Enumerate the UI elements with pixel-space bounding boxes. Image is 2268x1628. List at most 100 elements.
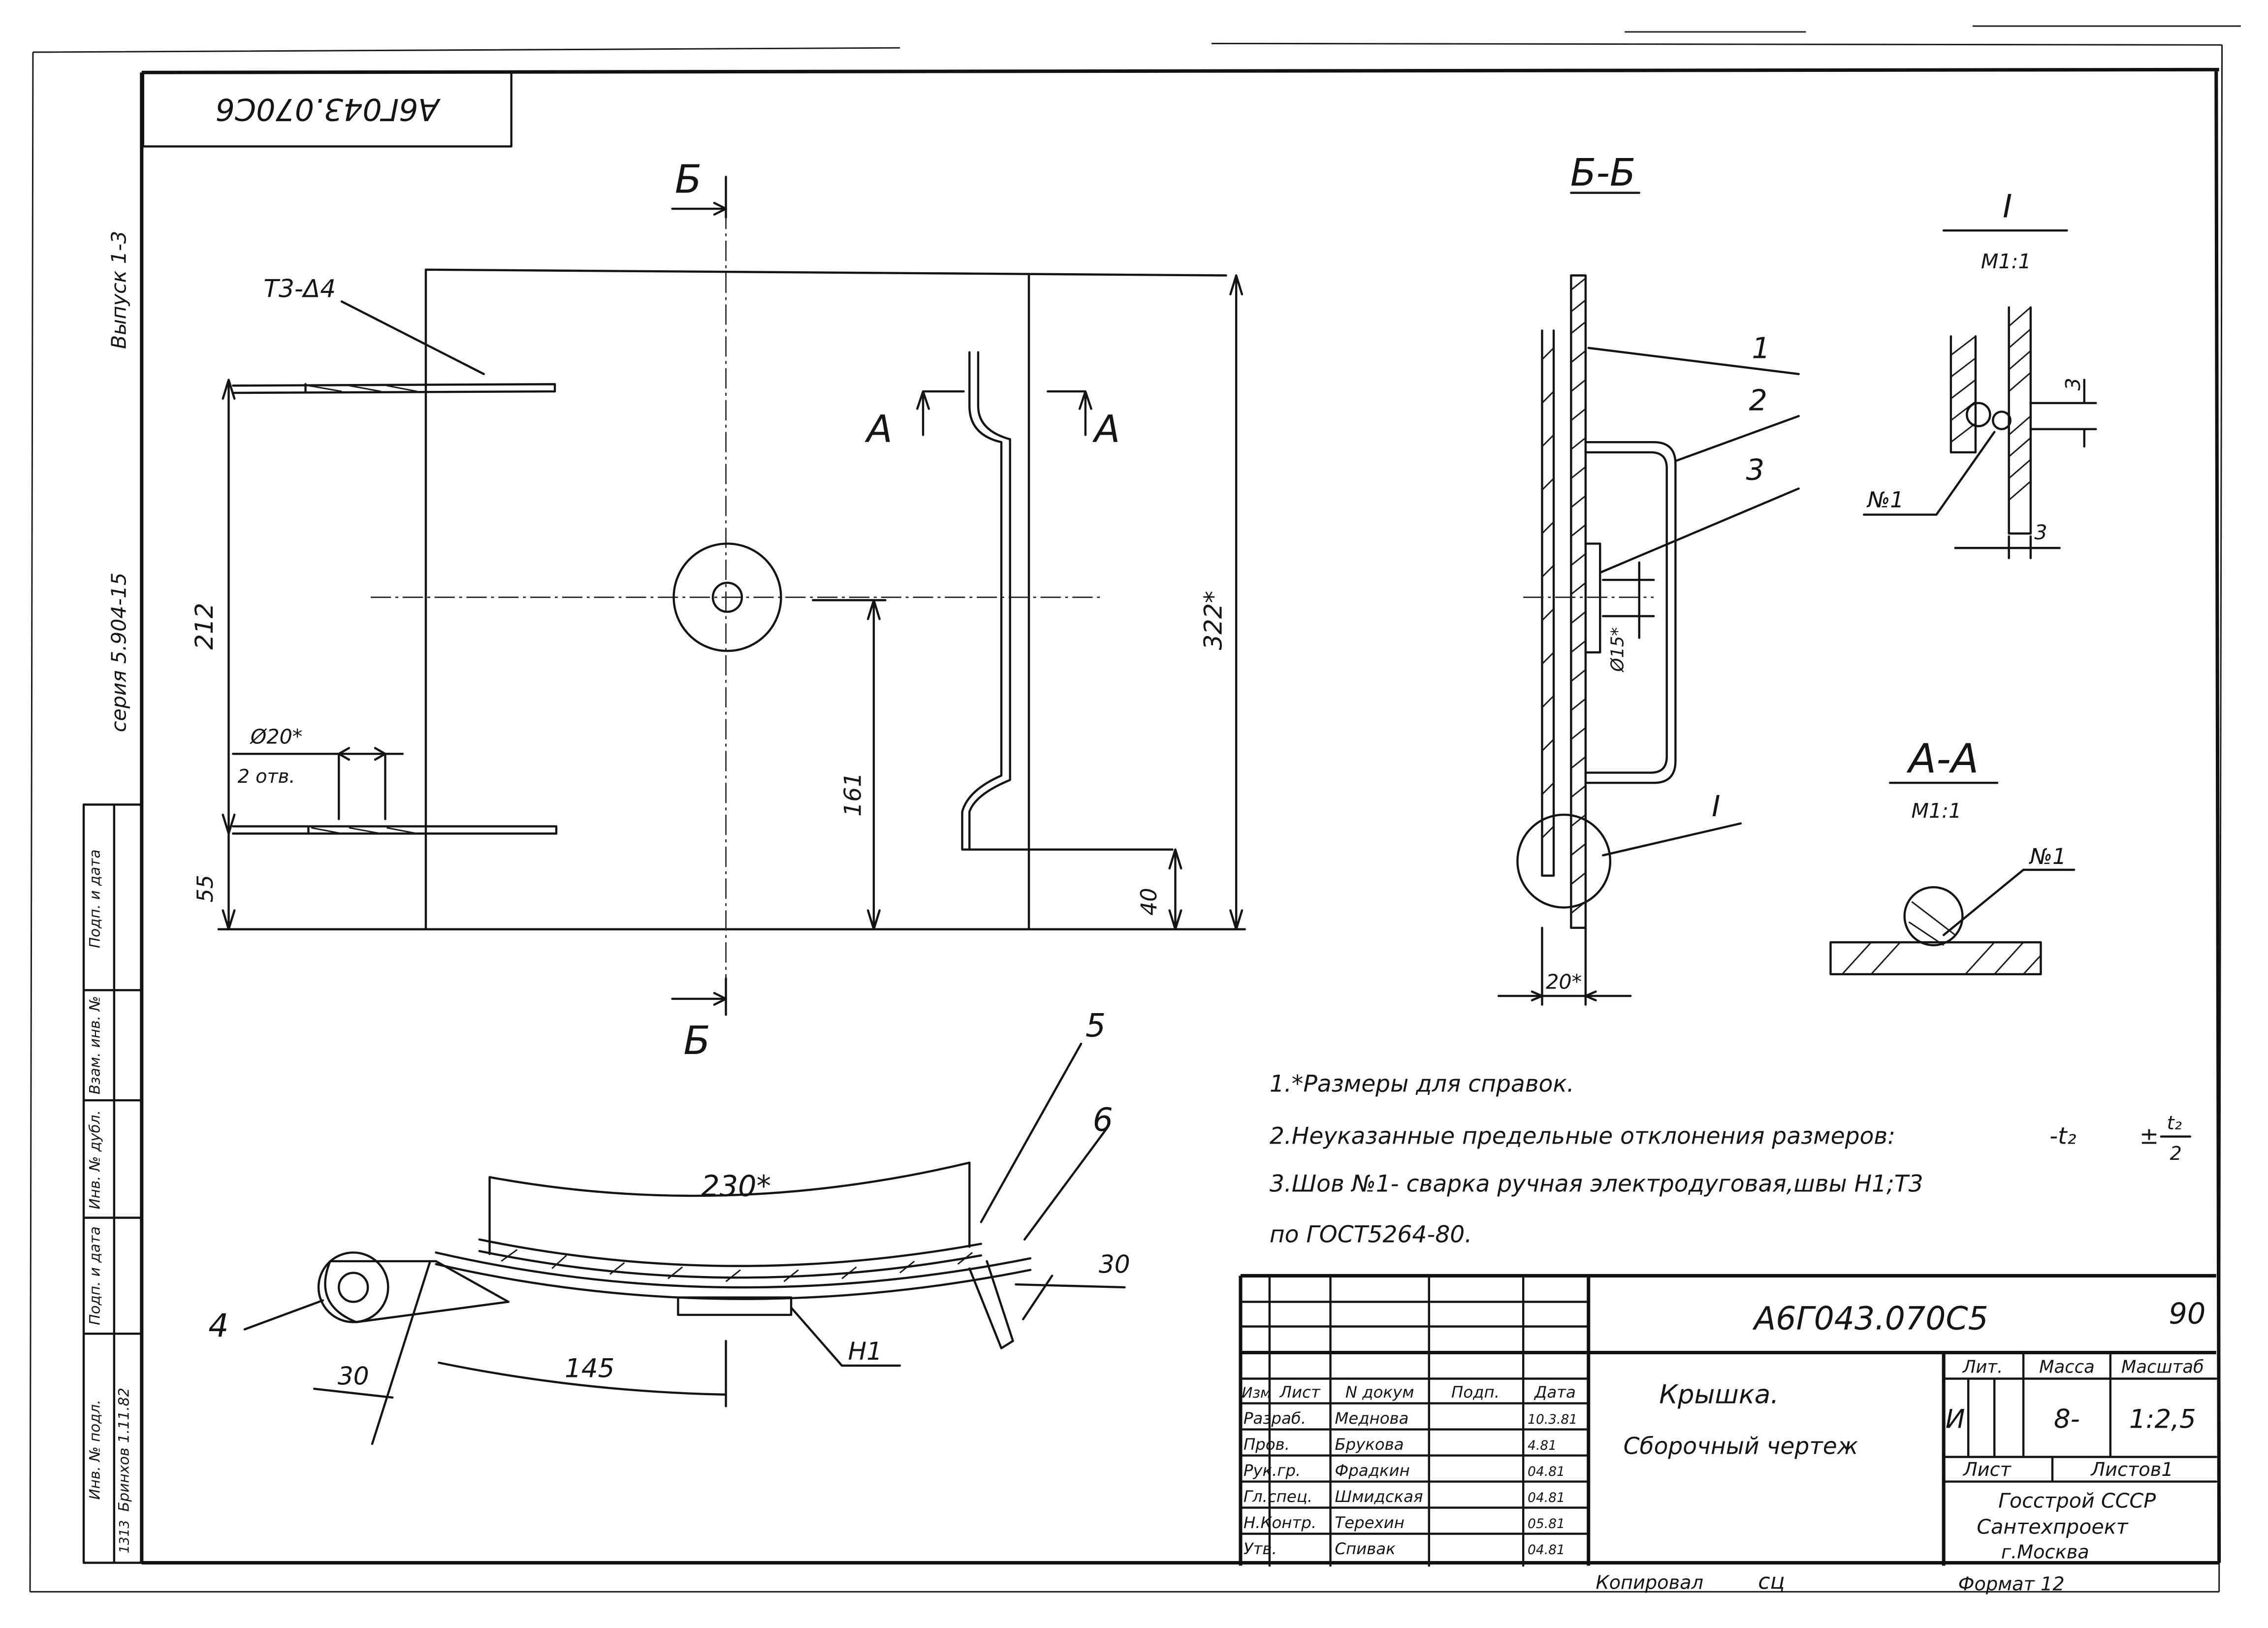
top-stamp: А6Г043.070С6: [142, 71, 512, 148]
side-labels: Выпуск 1-3 серия 5.904-15: [107, 231, 130, 732]
margin-label-1: Подп. и дата: [86, 850, 103, 949]
tb-role-3: Рук.гр.: [1244, 1461, 1301, 1480]
note-4: по ГОСТ5264-80.: [1270, 1221, 1472, 1248]
margin-entry-1: Бринхов 1.11.82: [115, 1388, 132, 1512]
tolerance-shaft: ±: [2140, 1122, 2159, 1149]
tb-lit-label: Лит.: [1962, 1357, 2003, 1377]
holes-dia: Ø20*: [250, 725, 303, 749]
note-1: 1.*Размеры для справок.: [1270, 1070, 1574, 1097]
tb-date-4: 04.81: [1528, 1490, 1565, 1505]
tb-code: А6Г043.070С5: [1752, 1300, 1988, 1337]
tb-role-5: Н.Контр.: [1244, 1513, 1316, 1532]
margin-label-3: Инв. № дубл.: [86, 1110, 103, 1209]
bb-leader-3: 3: [1746, 453, 1764, 487]
tb-h-sign: Подп.: [1451, 1383, 1500, 1402]
tb-org-1: Госстрой СССР: [1998, 1489, 2156, 1513]
tb-h-list: Лист: [1279, 1383, 1321, 1402]
tb-date-5: 05.81: [1528, 1516, 1565, 1532]
tb-name-2: Брукова: [1335, 1435, 1404, 1454]
bb-detail-ref: I: [1712, 789, 1720, 823]
tb-mass-label: Масса: [2039, 1357, 2095, 1377]
tb-org-3: г.Москва: [2001, 1541, 2089, 1564]
detail-i-dim-h: 3: [2034, 520, 2047, 544]
tb-name-3: Фрадкин: [1335, 1461, 1409, 1480]
tb-date-1: 10.3.81: [1528, 1412, 1577, 1427]
dim-40: 40: [1137, 888, 1162, 916]
footer-copied-sign: сц: [1758, 1569, 1785, 1594]
arrow-mark-right: А: [1092, 408, 1120, 451]
tolerance-num: t₂: [2167, 1112, 2182, 1134]
arrow-mark-left: А: [864, 408, 893, 451]
tb-role-2: Пров.: [1244, 1435, 1290, 1454]
margin-label-4: Подп. и дата: [86, 1226, 103, 1325]
tb-subname: Сборочный чертеж: [1624, 1433, 1858, 1460]
weld-callout: Т3-Δ4: [263, 275, 336, 303]
arc-dim-30-right: 30: [1099, 1250, 1130, 1279]
bb-width: 20*: [1546, 970, 1582, 993]
tb-sheet-label: Лист: [1962, 1459, 2012, 1481]
arc-view: 230* 145 30 30 4 5 6 Н1: [208, 1008, 1130, 1445]
section-bb: Б-Б Ø15* 1 2 3 I 20*: [1497, 151, 1800, 1006]
tb-name-5: Терехин: [1335, 1513, 1405, 1532]
dim-322: 322*: [1199, 591, 1228, 650]
notes: 1.*Размеры для справок. 2.Неуказанные пр…: [1270, 1070, 2191, 1248]
tb-name: Крышка.: [1659, 1380, 1779, 1410]
section-bb-title: Б-Б: [1570, 151, 1636, 195]
tolerance-den: 2: [2170, 1143, 2182, 1165]
tb-role-6: Утв.: [1244, 1539, 1277, 1558]
tb-date-6: 04.81: [1528, 1542, 1565, 1558]
detail-i-title: I: [2003, 189, 2012, 225]
arc-dim-145: 145: [565, 1354, 614, 1384]
issue-label: Выпуск 1-3: [107, 231, 130, 349]
tb-sheets-label: Листов1: [2090, 1459, 2173, 1481]
tb-h-izm: Изм: [1242, 1384, 1271, 1401]
stamp-code: А6Г043.070С6: [216, 92, 441, 127]
bb-dia: Ø15*: [1607, 627, 1628, 672]
section-aa: А-А М1:1 №1: [1829, 735, 2076, 976]
dim-212: 212: [190, 603, 219, 650]
tb-role-4: Гл.спец.: [1244, 1487, 1312, 1506]
bb-leader-2: 2: [1749, 383, 1767, 417]
margin-label-5: Инв. № подл.: [86, 1400, 103, 1500]
arc-leader-4: 4: [208, 1308, 228, 1344]
dim-161: 161: [839, 772, 866, 817]
arc-leader-5: 5: [1086, 1008, 1106, 1045]
footer-format: Формат 12: [1958, 1573, 2065, 1595]
tb-org-2: Сантехпроект: [1977, 1515, 2128, 1539]
sheet-frame: [29, 25, 2241, 1593]
section-aa-title: А-А: [1906, 735, 1979, 783]
tb-lit: И: [1946, 1405, 1965, 1435]
tb-mass: 8-: [2054, 1405, 2080, 1435]
tb-scale: 1:2,5: [2129, 1405, 2196, 1435]
tb-h-doc: N докум: [1345, 1383, 1414, 1402]
arc-dim-230: 230*: [701, 1169, 771, 1203]
footer-copied: Копировал: [1596, 1571, 1703, 1594]
tb-role-1: Разраб.: [1244, 1409, 1306, 1428]
tolerance-hole: -t₂: [2049, 1122, 2076, 1149]
section-mark-bottom: Б: [683, 1018, 710, 1063]
detail-i-dim-v: 3: [2061, 378, 2085, 390]
note-2: 2.Неуказанные предельные отклонения разм…: [1270, 1122, 1895, 1149]
tb-date-3: 04.81: [1528, 1464, 1565, 1479]
detail-i-scale: М1:1: [1981, 250, 2031, 273]
bb-leader-1: 1: [1752, 331, 1770, 365]
margin-entry-2: 1313: [117, 1520, 132, 1553]
tb-sheet-mark: 90: [2169, 1297, 2205, 1331]
series-label: серия 5.904-15: [107, 573, 130, 732]
tb-date-2: 4.81: [1528, 1438, 1557, 1453]
holes-count: 2 отв.: [238, 766, 295, 788]
note-3: 3.Шов №1- сварка ручная электродуговая,ш…: [1270, 1171, 1923, 1198]
arc-leader-h1: Н1: [848, 1337, 882, 1366]
dim-55: 55: [193, 875, 218, 902]
plan-view: Б Б А А Т3-Δ4 212 55 161 322* 40 Ø20* 2 …: [190, 157, 1246, 1063]
title-block: А6Г043.070С5 90 Крышка. Сборочный чертеж…: [1239, 1274, 2217, 1567]
tb-h-date: Дата: [1533, 1383, 1576, 1402]
arc-leader-6: 6: [1093, 1102, 1113, 1139]
section-mark-top: Б: [675, 157, 702, 202]
detail-i-weld: №1: [1866, 488, 1904, 513]
tb-name-1: Меднова: [1335, 1409, 1408, 1428]
tb-name-6: Спивак: [1335, 1539, 1396, 1558]
tb-name-4: Шмидская: [1335, 1487, 1423, 1506]
margin-label-2: Взам. инв. №: [86, 996, 103, 1094]
